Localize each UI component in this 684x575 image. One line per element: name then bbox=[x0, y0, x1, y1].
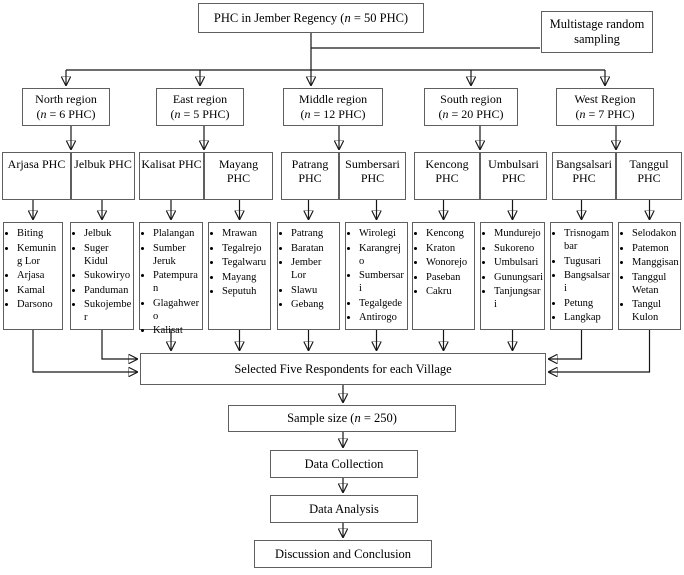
village-item: Kraton bbox=[426, 242, 473, 255]
village-item: Arjasa bbox=[17, 269, 61, 282]
root-box: PHC in Jember Regency (n = 50 PHC) bbox=[198, 3, 424, 33]
village-item: Jelbuk bbox=[84, 227, 132, 240]
village-item: Panduman bbox=[84, 284, 132, 297]
village-item: Patemon bbox=[632, 242, 679, 255]
data-collection-label: Data Collection bbox=[304, 456, 384, 471]
region-count: (n = 7 PHC) bbox=[575, 107, 635, 121]
data-analysis-box: Data Analysis bbox=[270, 495, 418, 523]
village-item: Sumbersari bbox=[359, 269, 406, 295]
village-item: Tegalrejo bbox=[222, 242, 269, 255]
village-item: Mundurejo bbox=[494, 227, 543, 240]
region-box-north: North region (n = 6 PHC) bbox=[22, 88, 110, 126]
phc-box-mayang: Mayang PHC bbox=[204, 152, 273, 200]
region-box-west: West Region (n = 7 PHC) bbox=[556, 88, 654, 126]
region-name: Middle region bbox=[298, 91, 368, 106]
region-box-south: South region (n = 20 PHC) bbox=[424, 88, 518, 126]
village-item: Gebang bbox=[291, 298, 338, 311]
village-item: Wonorejo bbox=[426, 256, 473, 269]
region-count: (n = 12 PHC) bbox=[300, 107, 366, 121]
data-collection-box: Data Collection bbox=[270, 450, 418, 478]
data-analysis-label: Data Analysis bbox=[309, 501, 379, 516]
village-item: Mrawan bbox=[222, 227, 269, 240]
phc-box-kalisat: Kalisat PHC bbox=[139, 152, 204, 200]
village-list-kalisat: PlalanganSumber JerukPatempuranGlagahwer… bbox=[139, 222, 203, 336]
village-list-umbulsari: MundurejoSukorenoUmbulsariGunungsariTanj… bbox=[480, 222, 545, 330]
village-item: Mayang bbox=[222, 271, 269, 284]
phc-box-arjasa: Arjasa PHC bbox=[2, 152, 71, 200]
village-list-arjasa: BitingKemuning LorArjasaKamalDarsono bbox=[3, 222, 63, 330]
village-item: Wirolegi bbox=[359, 227, 406, 240]
region-name: North region bbox=[35, 91, 97, 106]
village-list-mayang: MrawanTegalrejoTegalwaruMayangSeputuh bbox=[208, 222, 271, 330]
sample-size-box: Sample size (n = 250) bbox=[228, 405, 456, 432]
region-box-east: East region (n = 5 PHC) bbox=[156, 88, 244, 126]
phc-box-patrang: Patrang PHC bbox=[281, 152, 339, 200]
village-item: Gunungsari bbox=[494, 271, 543, 284]
phc-box-sumbersari: Sumbersari PHC bbox=[339, 152, 406, 200]
conclusion-box: Discussion and Conclusion bbox=[254, 540, 432, 568]
village-item: Kemuning Lor bbox=[17, 242, 61, 268]
village-item: Trisnogambar bbox=[564, 227, 611, 253]
village-item: Kalisat bbox=[153, 324, 201, 337]
village-item: Glagahwero bbox=[153, 297, 201, 323]
village-item: Langkap bbox=[564, 311, 611, 324]
village-list-jelbuk: JelbukSuger KidulSukowiryoPandumanSukoje… bbox=[70, 222, 134, 330]
region-count: (n = 5 PHC) bbox=[170, 107, 230, 121]
multistage-sampling-label: Multistage random sampling bbox=[549, 17, 645, 46]
region-box-middle: Middle region (n = 12 PHC) bbox=[283, 88, 383, 126]
village-item: Umbulsari bbox=[494, 256, 543, 269]
phc-box-tanggul: Tanggul PHC bbox=[616, 152, 682, 200]
village-item: Antirogo bbox=[359, 311, 406, 324]
village-list-tanggul: SelodakonPatemonManggisanTanggul WetanTa… bbox=[618, 222, 681, 330]
village-item: Patrang bbox=[291, 227, 338, 240]
phc-box-jelbuk: Jelbuk PHC bbox=[71, 152, 135, 200]
village-item: Slawu bbox=[291, 284, 338, 297]
village-item: Tugusari bbox=[564, 255, 611, 268]
village-list-bangsalsari: TrisnogambarTugusariBangsalsariPetungLan… bbox=[550, 222, 613, 330]
village-item: Paseban bbox=[426, 271, 473, 284]
village-item: Suger Kidul bbox=[84, 242, 132, 268]
region-count: (n = 20 PHC) bbox=[438, 107, 504, 121]
village-item: Biting bbox=[17, 227, 61, 240]
village-item: Sukojember bbox=[84, 298, 132, 324]
village-item: Kencong bbox=[426, 227, 473, 240]
village-item: Petung bbox=[564, 297, 611, 310]
village-item: Seputuh bbox=[222, 285, 269, 298]
phc-box-bangsalsari: Bangsalsari PHC bbox=[552, 152, 616, 200]
conclusion-label: Discussion and Conclusion bbox=[274, 546, 412, 561]
root-box-label: PHC in Jember Regency (n = 50 PHC) bbox=[213, 10, 409, 25]
village-item: Sukoreno bbox=[494, 242, 543, 255]
region-name: East region bbox=[172, 91, 228, 106]
village-item: Bangsalsari bbox=[564, 269, 611, 295]
village-item: Cakru bbox=[426, 285, 473, 298]
village-list-kencong: KencongKratonWonorejoPasebanCakru bbox=[412, 222, 475, 330]
village-item: Karangrejo bbox=[359, 242, 406, 268]
village-item: Tanjungsari bbox=[494, 285, 543, 311]
village-list-patrang: PatrangBaratanJember LorSlawuGebang bbox=[277, 222, 340, 330]
village-item: Tegalwaru bbox=[222, 256, 269, 269]
village-item: Baratan bbox=[291, 242, 338, 255]
multistage-sampling-box: Multistage random sampling bbox=[541, 11, 653, 53]
respondents-label: Selected Five Respondents for each Villa… bbox=[234, 361, 452, 376]
region-name: South region bbox=[440, 91, 502, 106]
village-item: Tegalgede bbox=[359, 297, 406, 310]
village-item: Kamal bbox=[17, 284, 61, 297]
village-item: Patempuran bbox=[153, 269, 201, 295]
village-item: Darsono bbox=[17, 298, 61, 311]
village-list-sumbersari: WirolegiKarangrejoSumbersariTegalgedeAnt… bbox=[345, 222, 408, 330]
village-item: Tanggul Wetan bbox=[632, 271, 679, 297]
respondents-box: Selected Five Respondents for each Villa… bbox=[140, 353, 546, 385]
sample-size-label: Sample size (n = 250) bbox=[287, 411, 397, 425]
village-item: Tangul Kulon bbox=[632, 298, 679, 324]
village-item: Sukowiryo bbox=[84, 269, 132, 282]
village-item: Jember Lor bbox=[291, 256, 338, 282]
region-count: (n = 6 PHC) bbox=[36, 107, 96, 121]
region-name: West Region bbox=[574, 91, 636, 106]
phc-box-umbulsari: Umbulsari PHC bbox=[480, 152, 547, 200]
phc-box-kencong: Kencong PHC bbox=[414, 152, 480, 200]
village-item: Sumber Jeruk bbox=[153, 242, 201, 268]
village-item: Manggisan bbox=[632, 256, 679, 269]
village-item: Plalangan bbox=[153, 227, 201, 240]
village-item: Selodakon bbox=[632, 227, 679, 240]
